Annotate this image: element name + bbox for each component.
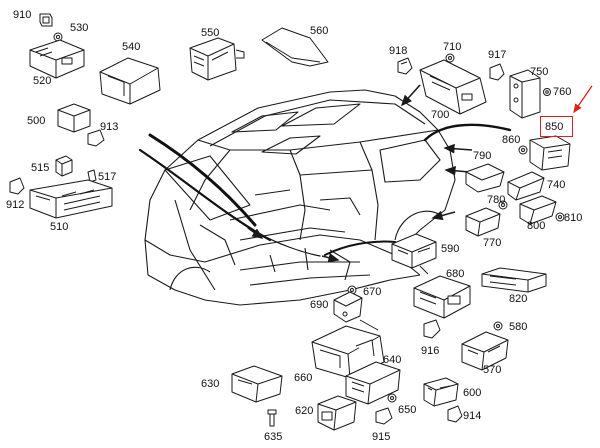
label-710: 710: [443, 41, 462, 53]
part-910-icon: [39, 13, 53, 27]
part-917-icon: [489, 63, 505, 81]
part-500-icon: [57, 103, 91, 133]
part-560-icon: [261, 27, 329, 67]
label-850: 850: [545, 121, 564, 133]
label-913: 913: [100, 121, 119, 133]
label-912: 912: [6, 199, 25, 211]
part-750-icon: [509, 69, 541, 119]
part-780-icon: [498, 200, 508, 210]
parts: [9, 13, 571, 431]
label-860: 860: [502, 134, 521, 146]
part-517-icon: [87, 169, 97, 183]
label-500: 500: [27, 115, 46, 127]
label-515: 515: [31, 162, 50, 174]
label-630: 630: [201, 378, 220, 390]
part-590-icon: [391, 233, 437, 275]
label-810: 810: [564, 212, 583, 224]
part-510-icon: [29, 179, 113, 219]
label-770: 770: [483, 237, 502, 249]
label-700: 700: [431, 109, 450, 121]
label-914: 914: [463, 410, 482, 422]
label-760: 760: [553, 86, 572, 98]
part-515-icon: [55, 155, 73, 177]
part-530-icon: [53, 32, 63, 42]
part-820-icon: [481, 267, 547, 293]
label-570: 570: [483, 364, 502, 376]
label-918: 918: [389, 45, 408, 57]
part-918-icon: [397, 57, 413, 75]
part-640-icon: [345, 361, 401, 405]
part-710-icon: [445, 53, 455, 63]
part-680-icon: [413, 275, 471, 319]
part-620-icon: [317, 395, 357, 431]
part-790-icon: [465, 163, 505, 193]
part-912-icon: [9, 177, 25, 195]
part-660-icon: [311, 319, 385, 379]
label-917: 917: [488, 49, 507, 61]
part-800-icon: [519, 195, 557, 225]
label-916: 916: [421, 345, 440, 357]
part-860-icon: [518, 145, 528, 155]
label-910: 910: [13, 9, 32, 21]
part-580-icon: [493, 321, 503, 331]
label-790: 790: [473, 150, 492, 162]
label-800: 800: [527, 220, 546, 232]
part-770-icon: [465, 207, 501, 237]
part-635-icon: [267, 409, 277, 427]
part-630-icon: [231, 365, 283, 403]
label-560: 560: [310, 25, 329, 37]
part-913-icon: [87, 129, 105, 147]
label-740: 740: [547, 179, 566, 191]
label-640: 640: [383, 354, 402, 366]
label-520: 520: [33, 75, 52, 87]
part-700-icon: [419, 59, 487, 115]
label-530: 530: [70, 22, 89, 34]
part-520-icon: [29, 39, 85, 79]
label-550: 550: [201, 27, 220, 39]
label-690: 690: [310, 299, 329, 311]
label-820: 820: [509, 293, 528, 305]
label-660: 660: [294, 372, 313, 384]
part-914-icon: [447, 405, 463, 423]
label-635: 635: [264, 431, 283, 443]
part-540-icon: [99, 57, 161, 105]
vehicle-body-shell: [144, 89, 456, 306]
part-916-icon: [423, 319, 441, 339]
label-915: 915: [372, 431, 391, 443]
label-580: 580: [509, 321, 528, 333]
part-915-icon: [375, 407, 393, 425]
label-590: 590: [441, 243, 460, 255]
swoosh-leaders: [138, 123, 512, 257]
part-550-icon: [189, 37, 245, 81]
part-760-icon: [543, 88, 551, 96]
part-810-icon: [555, 212, 565, 222]
label-620: 620: [295, 405, 314, 417]
highlight-box: [540, 116, 573, 137]
label-750: 750: [530, 66, 549, 78]
label-680: 680: [446, 268, 465, 280]
part-740-icon: [507, 171, 545, 201]
label-540: 540: [122, 41, 141, 53]
label-670: 670: [363, 286, 382, 298]
part-850-icon: [529, 135, 571, 171]
highlight-arrow: [573, 85, 593, 114]
label-780: 780: [487, 194, 506, 206]
part-650-icon: [387, 393, 397, 403]
label-510: 510: [50, 221, 69, 233]
label-650: 650: [398, 404, 417, 416]
label-600: 600: [463, 387, 482, 399]
part-600-icon: [423, 377, 459, 407]
part-570-icon: [461, 331, 509, 371]
label-517: 517: [98, 171, 117, 183]
part-690-icon: [333, 291, 363, 323]
